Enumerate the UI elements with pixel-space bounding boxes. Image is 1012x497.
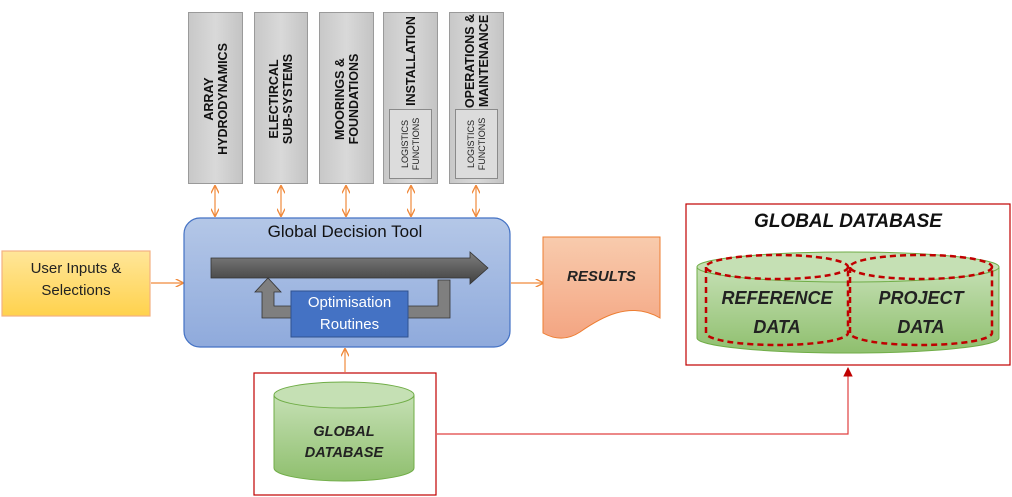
global-database-panel [685,203,1011,366]
logistics-functions-box: LOGISTICS FUNCTIONS [389,109,432,179]
module-electrical-subsystems: ELECTIRCAL SUB-SYSTEMS [254,12,308,184]
process-arrow [210,251,489,285]
user-inputs-label: User Inputs & Selections [30,260,122,299]
global-database-label: GLOBAL DATABASE [304,424,384,461]
global-database-cylinder [273,381,415,482]
project-data-label: PROJECT DATA [878,288,964,337]
module-moorings-foundations: MOORINGS & FOUNDATIONS [319,12,374,184]
reference-data-label: REFERENCE DATA [721,288,833,337]
module-array-hydrodynamics: ARRAY HYDRODYNAMICS [188,12,243,184]
module-connector-arrows [215,186,476,216]
optimisation-routines-box [290,290,409,338]
db-to-panel-connector [437,367,853,435]
results-label: RESULTS [567,268,636,285]
global-database-panel-title: GLOBAL DATABASE [754,211,942,232]
reference-data-cylinder [704,253,850,347]
module-operations-maintenance: OPERATIONS & MAINTENANCE LOGISTICS FUNCT… [449,12,504,184]
module-installation: INSTALLATION LOGISTICS FUNCTIONS [383,12,438,184]
user-inputs-box [1,250,151,317]
optimisation-routines-label: Optimisation Routines [307,294,392,333]
results-document [542,236,661,339]
logistics-functions-box: LOGISTICS FUNCTIONS [455,109,498,179]
project-data-cylinder [848,253,994,347]
gdt-title: Global Decision Tool [267,222,423,241]
global-database-container [253,372,437,496]
